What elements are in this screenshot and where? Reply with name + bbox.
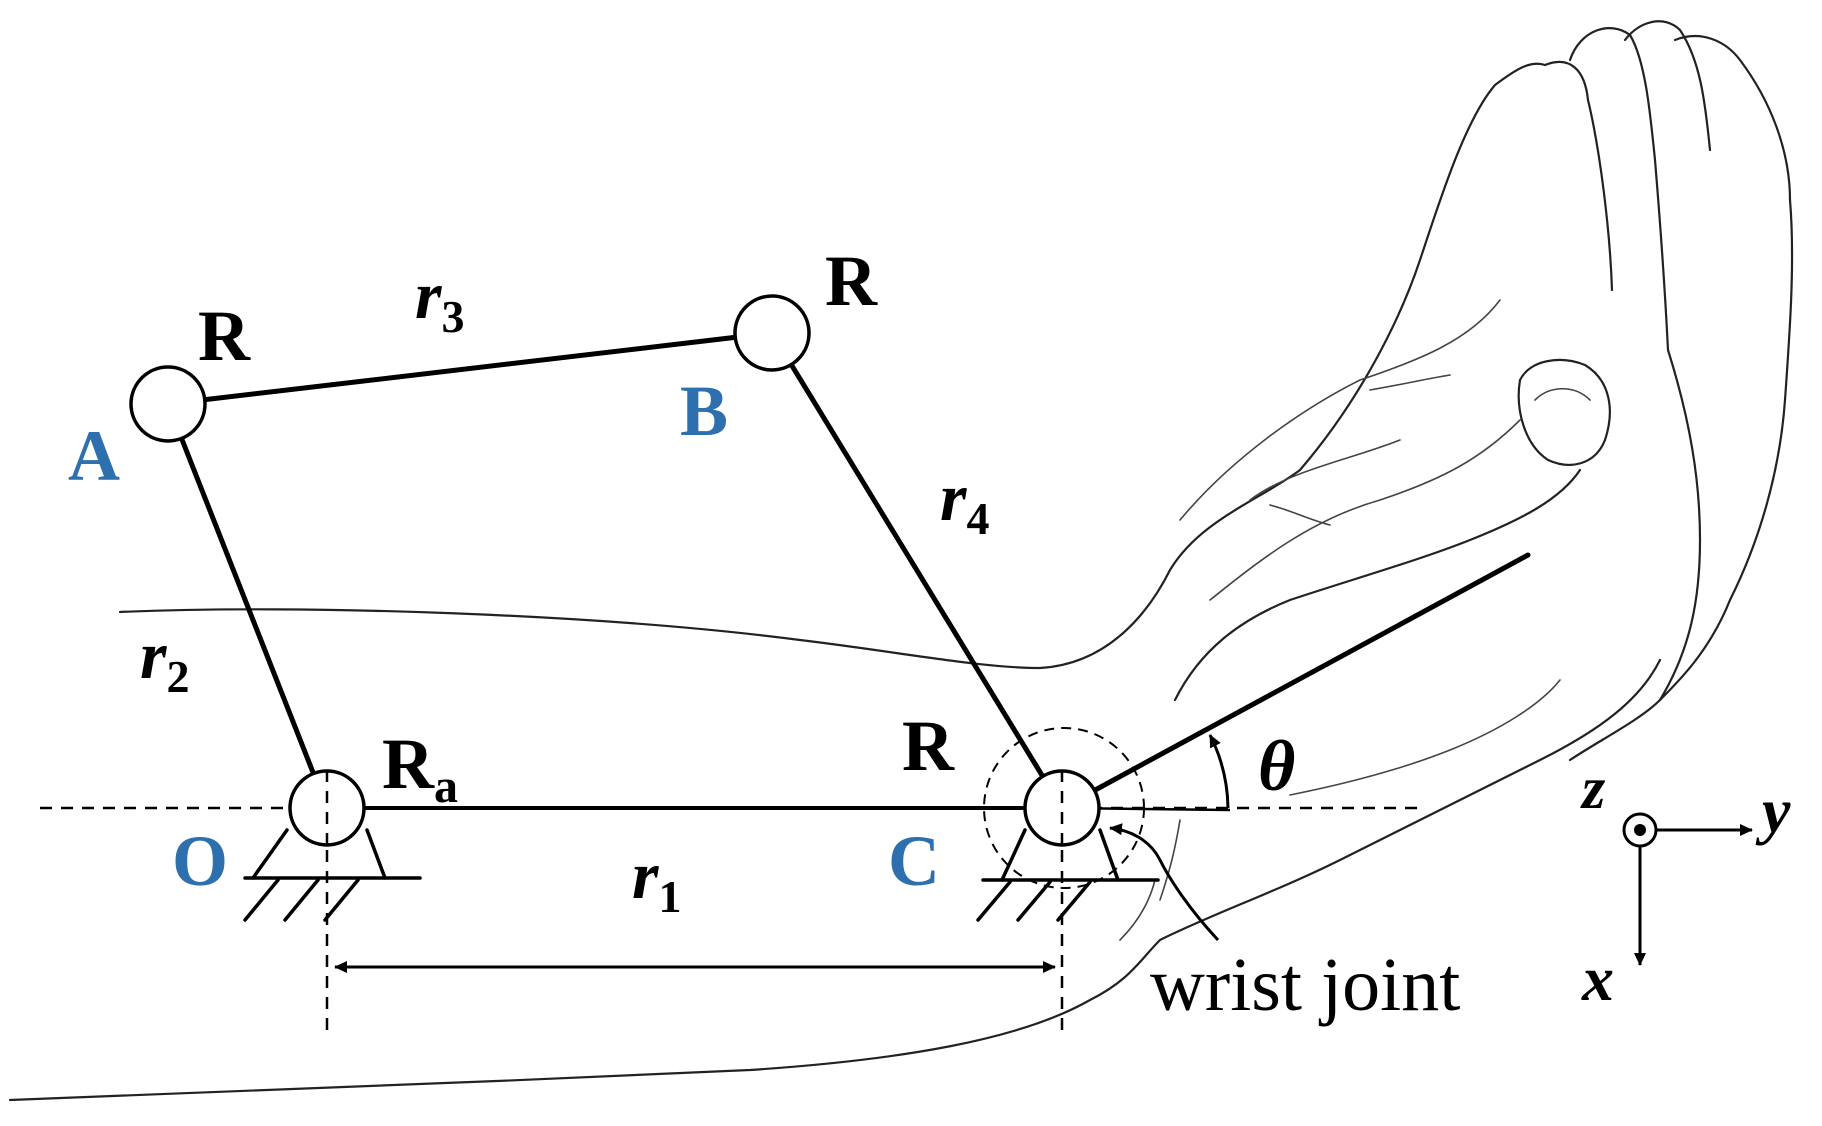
hand-inner-contour [1173,468,1582,702]
joint-B-type-label: R [825,241,878,321]
thumb-and-palm-edge [1568,398,1787,762]
wrist-joint-indicator [983,727,1220,942]
z-axis-label: z [1580,755,1606,821]
thumb-nail [1534,388,1591,401]
x-axis-label: x [1581,943,1614,1014]
theta-arc [1208,734,1230,809]
ground-support-C [976,828,1160,922]
link-r2-label: r2 [140,617,189,702]
palm-lower-contour [1289,679,1561,796]
wrist-joint-label: wrist joint [1150,943,1460,1027]
linkage [165,330,1531,812]
joint-A-type-label: R [198,296,251,376]
wrist-dashed-circle [983,727,1145,889]
hand-sketch [8,20,1794,1102]
link-r3 [165,330,775,407]
z-axis-dot [1634,824,1646,836]
theta-label: θ [1258,726,1295,806]
link-r3-label: r3 [415,257,464,342]
joint-O-type-label: Ra [382,724,458,813]
joint-C-type-label: R [902,706,955,786]
coordinate-axes: z y x [1580,755,1791,1014]
link-r2 [165,401,330,811]
wrist-crease-2 [1119,879,1156,941]
ground-support-O [243,828,422,922]
hand-link [1059,552,1531,811]
link-r1-label: r1 [632,837,681,922]
finger-4 [1673,35,1794,402]
palm-crease-5 [1269,504,1331,526]
finger-3 [1623,20,1712,152]
link-r4 [769,330,1065,811]
wrist-crease-1 [1159,819,1181,901]
palm-crease-3 [1249,439,1401,501]
joint-O-name: O [172,821,228,901]
palm-crease-1 [1179,299,1501,521]
link-r4-label: r4 [940,459,989,544]
joint-A [129,365,207,443]
forearm-upper-contour [118,62,1547,670]
thumb-pad [1517,358,1611,466]
palm-bottom-edge [1658,348,1702,702]
joint-B-name: B [680,371,728,451]
joint-C-name: C [888,821,940,901]
wrist-pointer-arrow [1109,823,1220,942]
finger-1 [1543,60,1614,292]
y-axis-label: y [1755,775,1791,846]
forearm-lower-contour [8,658,1662,1102]
palm-crease-2 [1209,419,1521,601]
finger-2 [1568,27,1670,352]
joint-A-name: A [68,416,120,496]
palm-crease-4 [1369,374,1451,391]
joint-B [733,294,811,372]
